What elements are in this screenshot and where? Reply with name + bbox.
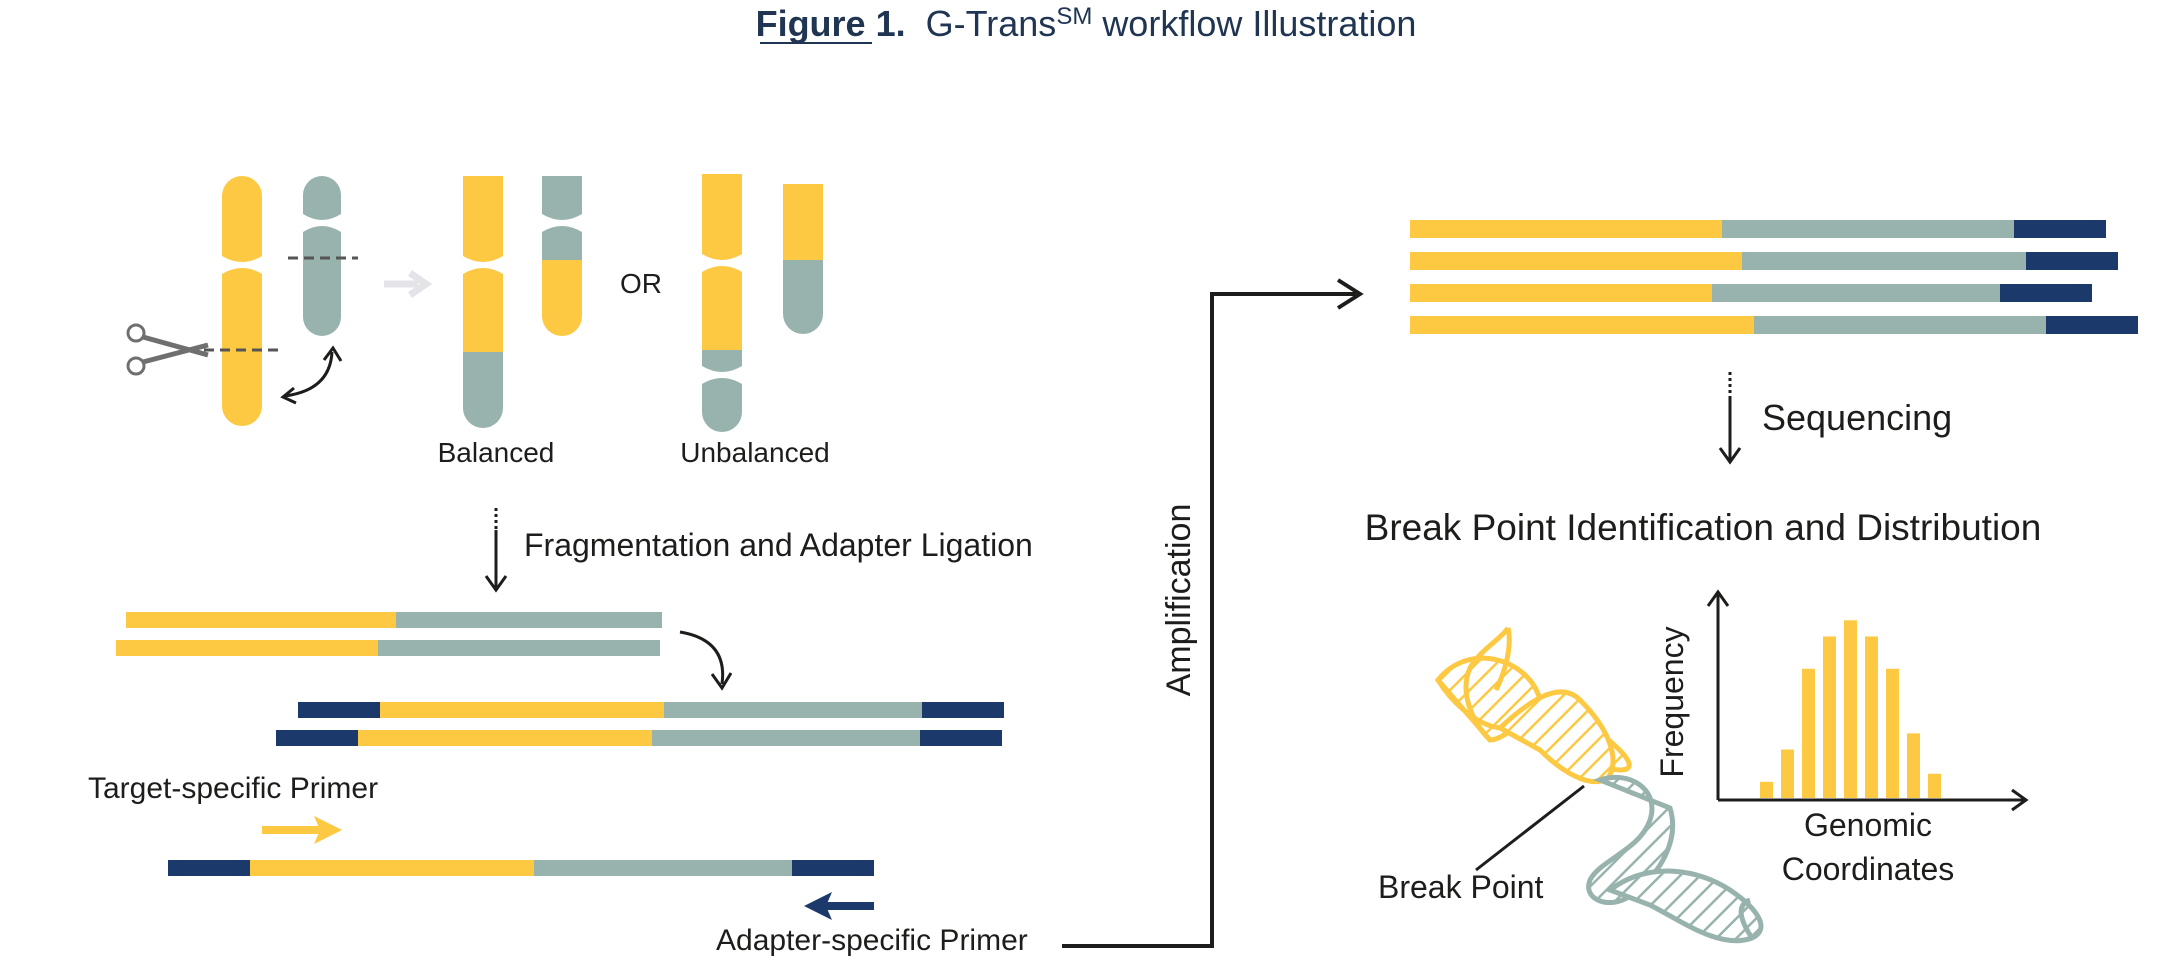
figure-title-rest: workflow Illustration xyxy=(1101,3,1416,44)
target-primer-arrow-icon xyxy=(262,816,342,844)
histogram-bar xyxy=(1802,668,1815,798)
unbalanced-chromosomes xyxy=(702,174,823,432)
x-axis xyxy=(1718,788,2029,812)
balanced-chromosomes xyxy=(463,176,582,428)
balanced-label: Balanced xyxy=(438,437,555,468)
figure-title: Figure 1. G-TransSM workflow Illustration xyxy=(756,3,1417,44)
adapter-ligated-fragments xyxy=(276,702,1004,746)
sequencing-arrow-icon xyxy=(1718,372,1742,465)
fragmentation-label: Fragmentation and Adapter Ligation xyxy=(524,527,1033,563)
histogram-bar xyxy=(1928,773,1941,798)
unbalanced-label: Unbalanced xyxy=(680,437,829,468)
frequency-histogram: Frequency Genomic Coordinates xyxy=(1654,589,2029,887)
scissors-icon xyxy=(126,323,209,376)
light-arrow-icon xyxy=(384,270,433,298)
fragmentation-arrow-icon xyxy=(484,508,508,593)
histogram-bar xyxy=(1844,620,1857,798)
amplification-label: Amplification xyxy=(1160,504,1198,697)
x-axis-label-line2: Coordinates xyxy=(1782,851,1955,887)
centromere xyxy=(303,214,341,232)
fragments xyxy=(116,612,662,656)
histogram-bar xyxy=(1865,636,1878,798)
centromere xyxy=(222,256,262,274)
histogram-bars xyxy=(1760,620,1941,798)
break-point-label: Break Point xyxy=(1378,869,1544,905)
figure-title-main: G-Trans xyxy=(926,3,1057,44)
or-label: OR xyxy=(620,268,662,299)
y-axis xyxy=(1706,589,1730,800)
chromosome-source-pair xyxy=(126,176,358,426)
chromosome-gray xyxy=(303,176,341,336)
x-axis-label-line1: Genomic xyxy=(1804,807,1932,843)
chromosome-yellow xyxy=(222,176,262,426)
histogram-bar xyxy=(1781,749,1794,798)
histogram-bar xyxy=(1907,733,1920,798)
histogram-bar xyxy=(1823,636,1836,798)
break-point-pointer xyxy=(1475,784,1585,872)
ligation-arrow-icon xyxy=(679,630,733,691)
sequenced-reads xyxy=(1410,220,2138,334)
histogram-bar xyxy=(1760,781,1773,798)
swap-arrow-icon xyxy=(284,351,334,398)
target-primer-label: Target-specific Primer xyxy=(88,772,378,805)
amplification-arrow-icon xyxy=(1062,278,1364,948)
adapter-primer-label: Adapter-specific Primer xyxy=(716,924,1028,957)
histogram-bar xyxy=(1886,668,1899,798)
dna-helix-icon xyxy=(1434,626,1764,944)
sequencing-label: Sequencing xyxy=(1762,397,1952,438)
y-axis-label: Frequency xyxy=(1654,626,1690,777)
analysis-heading: Break Point Identification and Distribut… xyxy=(1365,507,2042,548)
figure-label: Figure 1. xyxy=(756,3,906,44)
primer-template xyxy=(168,860,874,876)
figure-title-sup: SM xyxy=(1056,3,1092,30)
adapter-primer-arrow-icon xyxy=(804,892,874,920)
